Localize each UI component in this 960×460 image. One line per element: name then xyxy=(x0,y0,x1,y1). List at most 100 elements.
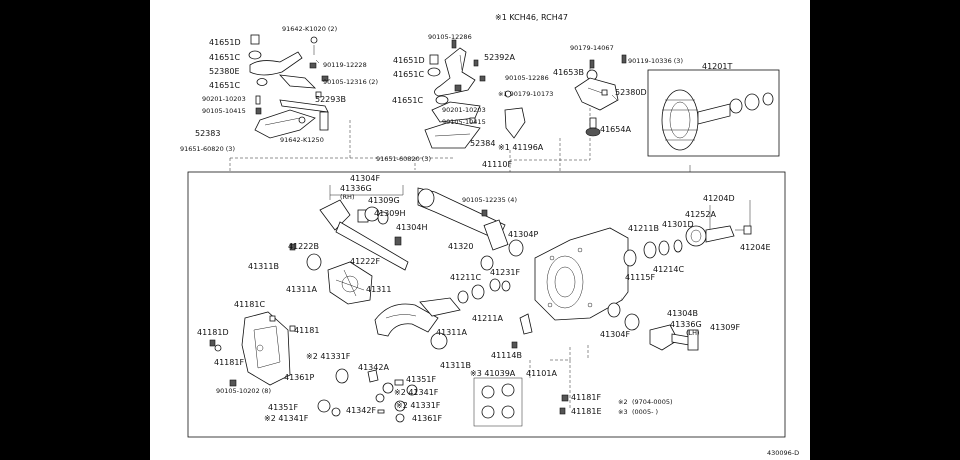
part-label[interactable]: 41101A xyxy=(526,369,557,378)
part-label[interactable]: 52293B xyxy=(315,95,346,104)
part-label[interactable]: ※1 41196A xyxy=(498,143,544,152)
part-label[interactable]: 41181C xyxy=(234,300,266,309)
part-label[interactable]: 41304H xyxy=(396,223,428,232)
part-label[interactable]: 41336G xyxy=(670,320,702,329)
part-label[interactable]: 41181F xyxy=(214,358,245,367)
part-label[interactable]: 41231F xyxy=(490,268,521,277)
part-label[interactable]: 41309F xyxy=(710,323,741,332)
carrier-housing xyxy=(511,227,629,349)
part-label[interactable]: 41654A xyxy=(600,125,631,134)
part-label[interactable]: ※1 90179-10173 xyxy=(498,90,554,98)
part-label[interactable]: 41304B xyxy=(667,309,698,318)
part-label[interactable]: 52380D xyxy=(615,88,647,97)
part-label[interactable]: 41222F xyxy=(350,257,381,266)
part-label[interactable]: (RH) xyxy=(340,193,355,201)
part-label[interactable]: 41181E xyxy=(571,407,602,416)
right-output-parts xyxy=(607,225,752,351)
kit-box xyxy=(473,377,523,427)
part-label[interactable]: 41304F xyxy=(600,330,631,339)
differential-case xyxy=(289,243,511,350)
part-label[interactable]: 41204D xyxy=(703,194,735,203)
part-label[interactable]: 41651C xyxy=(393,70,425,79)
part-label[interactable]: 90201-10203 xyxy=(442,106,486,114)
part-label[interactable]: 41211B xyxy=(628,224,659,233)
part-label[interactable]: 41311A xyxy=(286,285,317,294)
part-label[interactable]: 90105-12286 xyxy=(428,33,472,41)
part-label[interactable]: 90105-10202 (8) xyxy=(216,387,271,395)
part-label[interactable]: 90179-14067 xyxy=(570,44,614,52)
part-label[interactable]: 91642-K1250 xyxy=(280,136,324,144)
part-label[interactable]: 41301D xyxy=(662,220,694,229)
part-label[interactable]: 41115F xyxy=(625,273,656,282)
part-label[interactable]: 41110F xyxy=(482,160,513,169)
part-label[interactable]: 52383 xyxy=(195,129,221,138)
part-label[interactable]: 90201-10203 xyxy=(202,95,246,103)
part-label[interactable]: 52392A xyxy=(484,53,515,62)
part-label[interactable]: 41651C xyxy=(209,81,241,90)
shift-linkage-middle xyxy=(424,39,526,149)
part-label[interactable]: 41181 xyxy=(294,326,320,335)
part-label[interactable]: 41252A xyxy=(685,210,716,219)
part-label[interactable]: 41304F xyxy=(350,174,381,183)
part-label[interactable]: 41651C xyxy=(392,96,424,105)
part-label[interactable]: ※2 41331F xyxy=(306,352,351,361)
part-label[interactable]: 41351F xyxy=(268,403,299,412)
part-label[interactable]: 41651D xyxy=(209,38,241,47)
part-label[interactable]: 41304P xyxy=(508,230,539,239)
part-label[interactable]: 91651-60820 (3) xyxy=(180,145,235,153)
part-label[interactable]: 90105-12235 (4) xyxy=(462,196,517,204)
legend-mark-3: ※3 xyxy=(618,408,628,416)
part-label[interactable]: 41211A xyxy=(472,314,503,323)
part-label[interactable]: 91642-K1020 (2) xyxy=(282,25,338,33)
part-label[interactable]: 91651-60820 (3) xyxy=(376,155,431,163)
part-label[interactable]: 41351F xyxy=(406,375,437,384)
part-label[interactable]: 41309G xyxy=(368,196,400,205)
part-label[interactable]: 41311B xyxy=(248,262,279,271)
part-label[interactable]: 90105-12286 xyxy=(505,74,549,82)
part-label[interactable]: 90119-10336 (3) xyxy=(628,57,683,65)
part-label[interactable]: 90119-12228 xyxy=(323,61,367,69)
part-label[interactable]: ※2 41331F xyxy=(396,401,441,410)
legend-text-2: (9704-0005) xyxy=(632,398,673,406)
part-label[interactable]: 90105-10415 xyxy=(202,107,246,115)
part-label[interactable]: 41222B xyxy=(288,242,319,251)
part-label[interactable]: 52380E xyxy=(209,67,240,76)
part-label[interactable]: 90105-10415 xyxy=(442,118,486,126)
bolt-41181E xyxy=(559,407,566,415)
axle-tube xyxy=(417,187,524,257)
part-label[interactable]: 52384 xyxy=(470,139,496,148)
part-label[interactable]: 41311B xyxy=(440,361,471,370)
legend-mark-2: ※2 xyxy=(618,398,628,406)
part-label[interactable]: 41204E xyxy=(740,243,771,252)
part-label[interactable]: ※3 41039A xyxy=(470,369,516,378)
main-assembly-frame xyxy=(187,171,786,438)
part-label[interactable]: 41181D xyxy=(197,328,229,337)
part-label[interactable]: 41311 xyxy=(366,285,392,294)
left-output-shaft xyxy=(319,199,409,271)
part-label[interactable]: 90105-12316 (2) xyxy=(323,78,378,86)
part-label[interactable]: 41342F xyxy=(346,406,377,415)
part-label[interactable]: (LH) xyxy=(686,329,700,337)
part-label[interactable]: 41361F xyxy=(412,414,443,423)
part-label[interactable]: 41211C xyxy=(450,273,482,282)
part-label[interactable]: 41214C xyxy=(653,265,685,274)
part-label[interactable]: ※2 41341F xyxy=(264,414,309,423)
part-label[interactable]: 41651D xyxy=(393,56,425,65)
part-label[interactable]: 41336G xyxy=(340,184,372,193)
legend-text-3: (0005- ) xyxy=(632,408,659,416)
part-label[interactable]: 41320 xyxy=(448,242,474,251)
parts-diagram-sheet: ※1 KCH46, RCH47 430096-D ※2 (9704-0005) … xyxy=(150,0,810,460)
kit-contents xyxy=(481,383,515,419)
part-label[interactable]: ※2 41341F xyxy=(394,388,439,397)
part-label[interactable]: 41361P xyxy=(284,373,315,382)
part-label[interactable]: 41309H xyxy=(374,209,406,218)
part-label[interactable]: 41181F xyxy=(571,393,602,402)
part-label[interactable]: 41201T xyxy=(702,62,733,71)
part-label[interactable]: 41653B xyxy=(553,68,584,77)
ring-gear-frame xyxy=(647,69,780,157)
diagram-drawing xyxy=(187,34,786,438)
part-label[interactable]: 41342A xyxy=(358,363,389,372)
part-label[interactable]: 41114B xyxy=(491,351,522,360)
part-label[interactable]: 41651C xyxy=(209,53,241,62)
part-label[interactable]: 41311A xyxy=(436,328,467,337)
